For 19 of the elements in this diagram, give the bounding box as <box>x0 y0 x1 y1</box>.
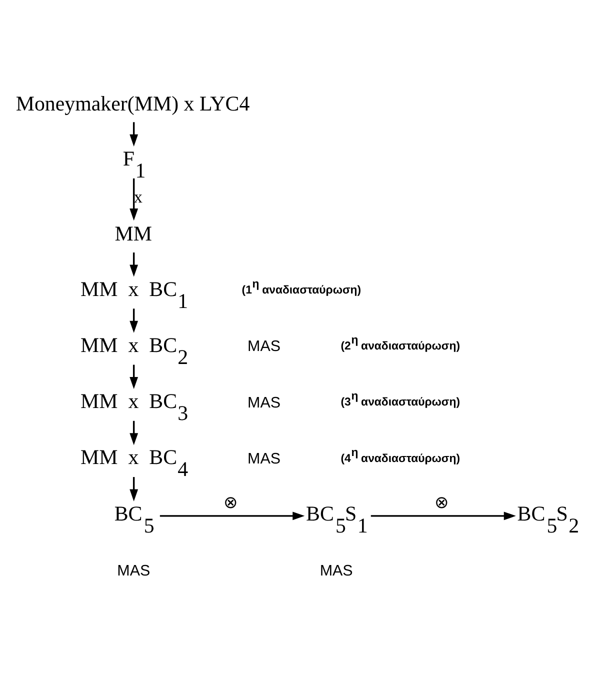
node-label: MAS <box>320 562 353 580</box>
arrow <box>370 511 516 520</box>
edge-label: ⊗ <box>223 492 238 512</box>
arrow <box>160 511 305 520</box>
edge-label: x <box>134 186 142 206</box>
label: MAS <box>248 338 281 355</box>
arrow <box>130 178 138 220</box>
arrow <box>130 308 138 332</box>
node-text: Moneymaker(MM) x LYC4 <box>16 90 250 115</box>
node-label: MAS <box>117 562 150 580</box>
arrow <box>130 364 138 389</box>
arrow <box>130 122 138 146</box>
label: MAS <box>248 394 281 411</box>
arrow <box>130 420 138 445</box>
label: MAS <box>248 450 281 467</box>
node-text: MM <box>114 221 152 246</box>
edge-label: ⊗ <box>434 492 448 512</box>
arrow <box>130 476 138 501</box>
arrow <box>130 252 138 276</box>
